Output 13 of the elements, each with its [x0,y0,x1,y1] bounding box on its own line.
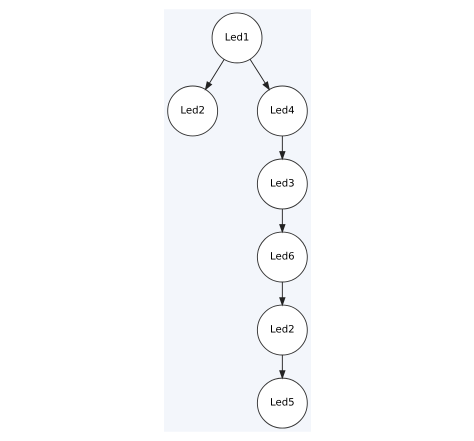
arrow [249,58,270,91]
node-circle: Led1 [211,12,262,64]
arrow [278,282,286,306]
node-circle: Led2 [256,304,308,356]
arrow [278,354,286,380]
node-circle: Led3 [256,158,308,210]
arrow [278,208,286,234]
node-circle: Led4 [256,86,308,136]
arrow [278,136,286,160]
arrow [204,58,224,91]
node-circle: Led2 [166,86,218,136]
node-circle: Led5 [256,378,308,429]
node-circle: Led6 [256,232,308,282]
